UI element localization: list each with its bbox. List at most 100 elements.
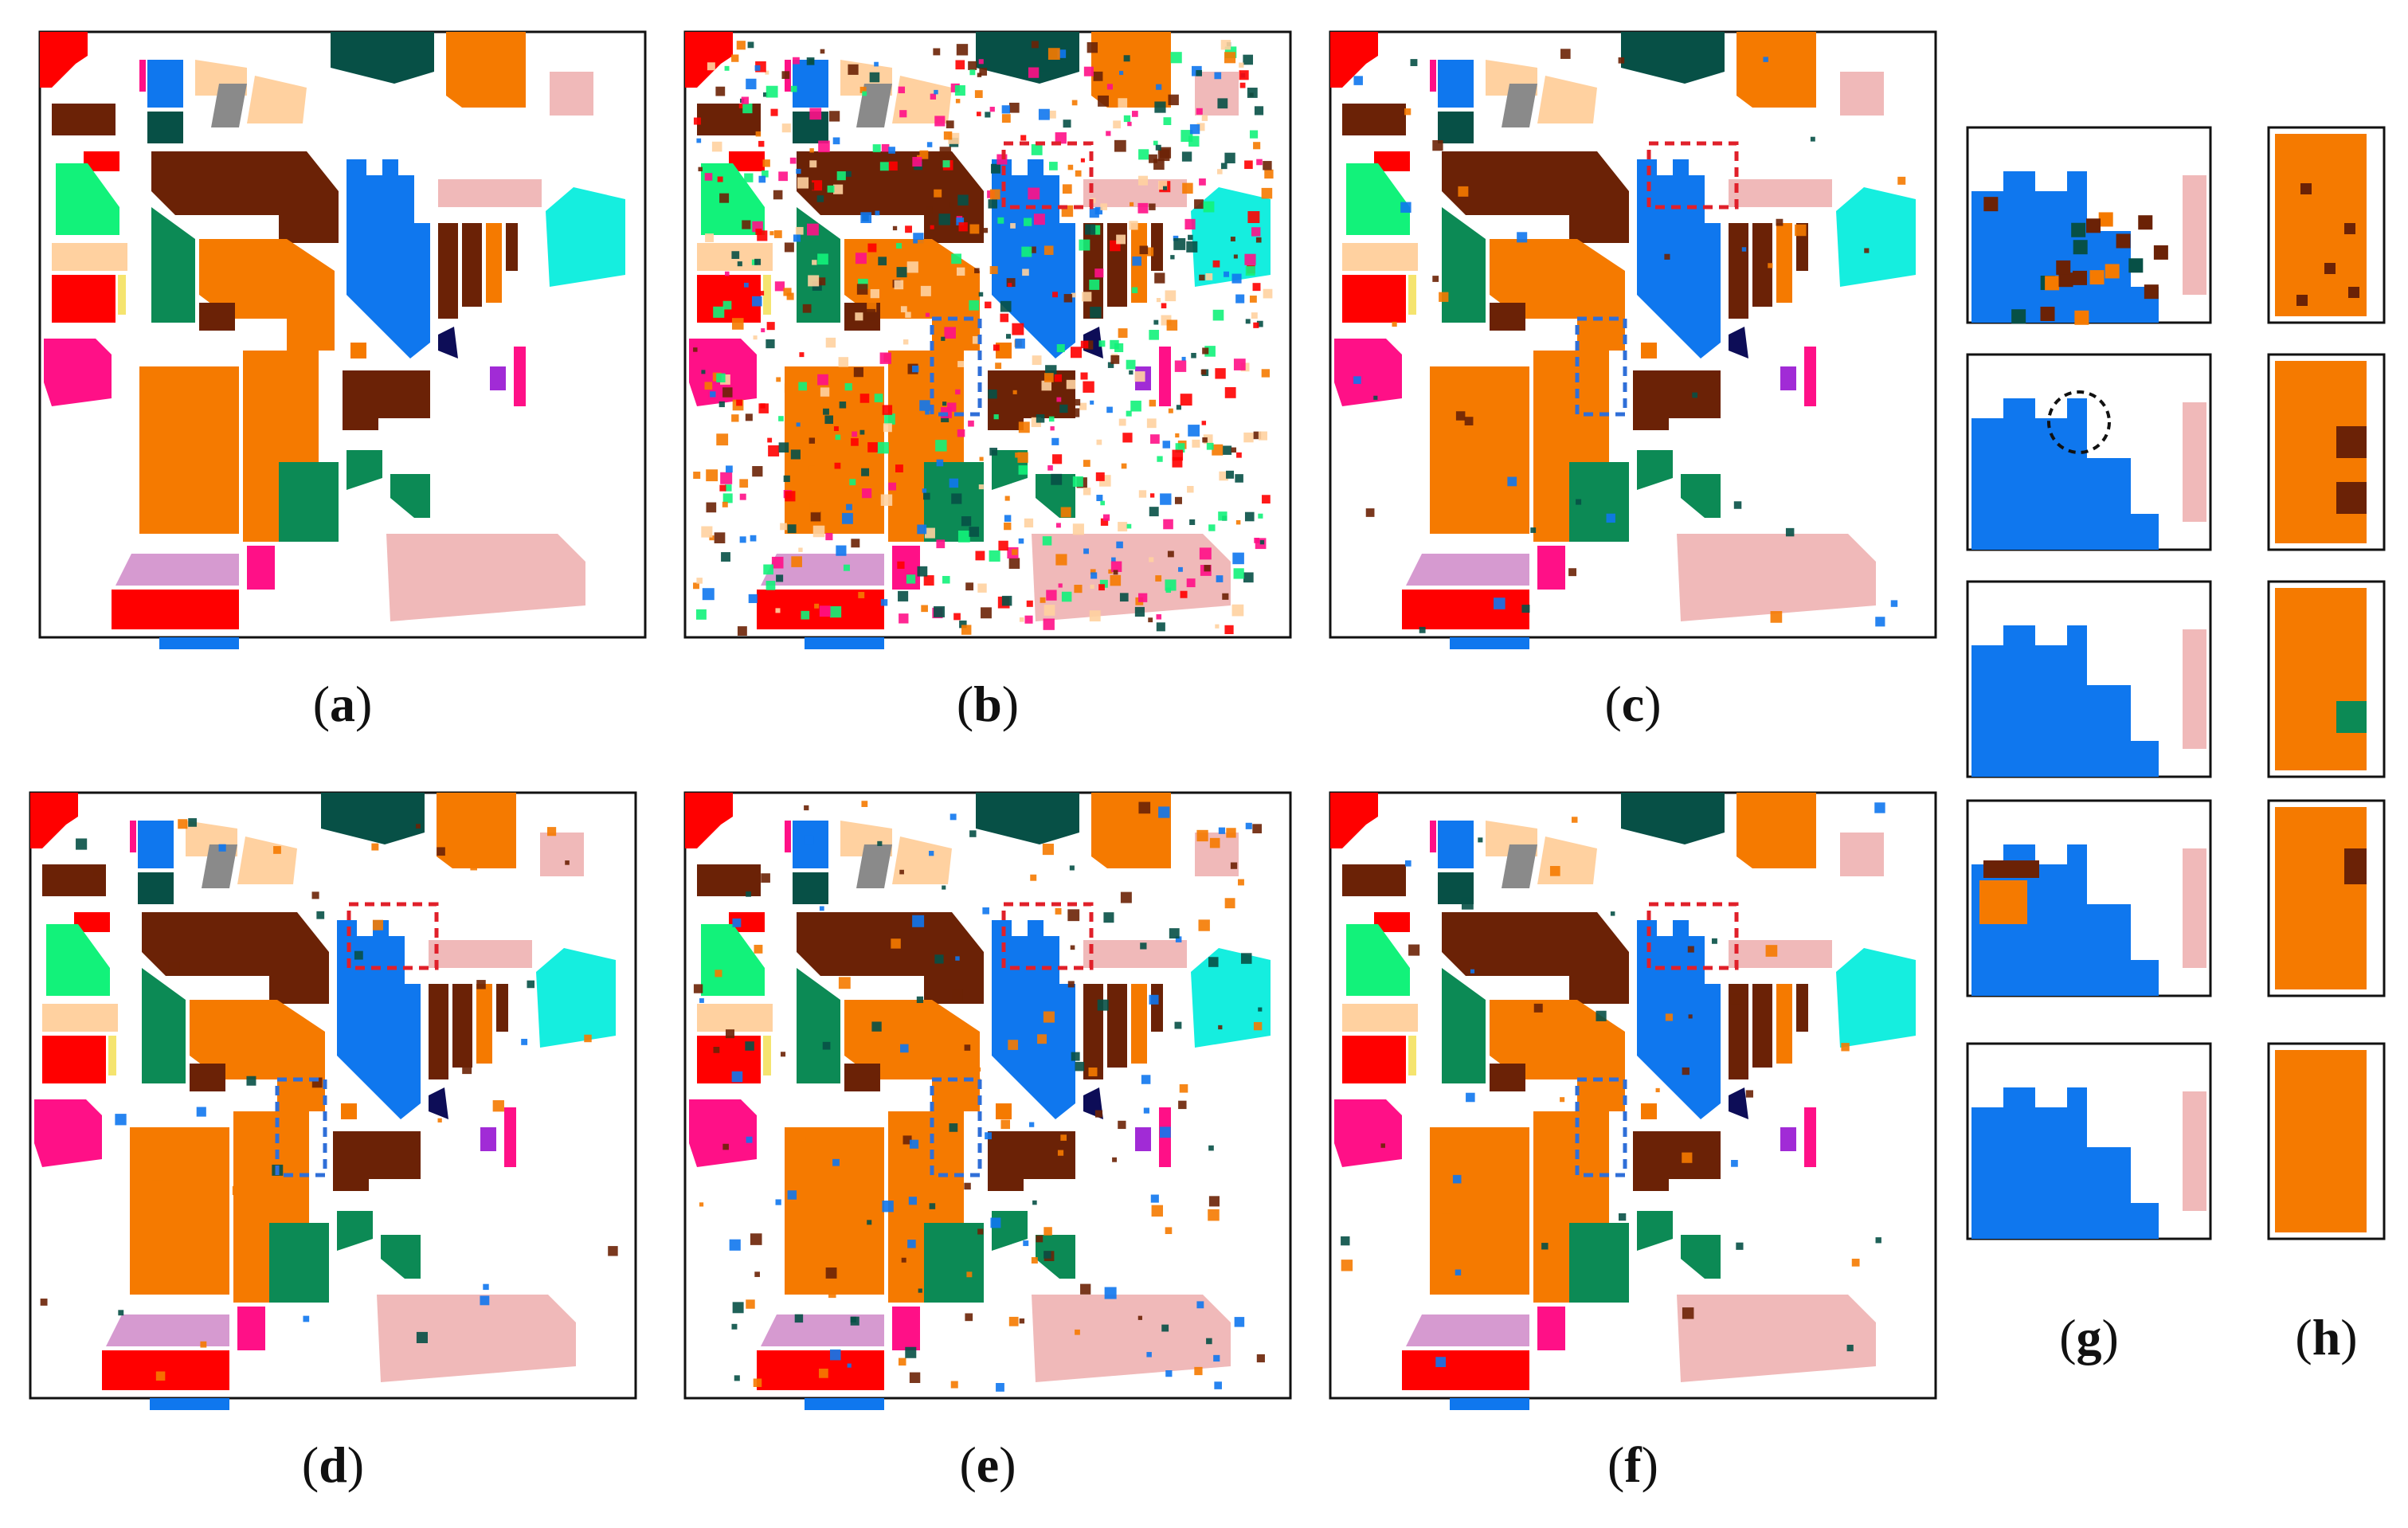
noise-speck <box>1182 182 1193 194</box>
noise-speck <box>809 437 816 444</box>
field-darkgreen-small <box>138 872 174 904</box>
noise-speck <box>942 575 950 584</box>
noise-speck <box>1008 102 1020 113</box>
zoom-g-4 <box>1966 799 2212 997</box>
noise-speck <box>1001 595 1012 606</box>
zoom-noise <box>2324 263 2336 274</box>
field-red-top-2 <box>66 793 78 825</box>
noise-speck <box>1196 1301 1204 1309</box>
noise-speck <box>1140 942 1147 950</box>
noise-speck <box>771 556 784 569</box>
noise-speck <box>1461 897 1474 910</box>
noise-speck <box>1004 522 1012 531</box>
noise-speck <box>1247 211 1260 223</box>
noise-speck <box>899 110 907 118</box>
noise-speck <box>1160 493 1172 505</box>
noise-speck <box>1224 386 1236 398</box>
noise-speck <box>762 159 770 167</box>
zoom-g-3 <box>1966 580 2212 778</box>
field-brown-spot <box>199 303 235 331</box>
field-blue-small <box>1438 60 1474 108</box>
noise-speck <box>949 202 954 208</box>
noise-speck <box>1023 1240 1029 1247</box>
noise-speck <box>816 195 824 202</box>
noise-speck <box>1176 405 1181 410</box>
noise-speck <box>1149 557 1154 562</box>
noise-speck <box>1186 578 1196 588</box>
field-blue-bottom <box>150 1398 229 1410</box>
noise-speck <box>747 41 754 49</box>
noise-speck <box>761 873 770 883</box>
field-magenta-right <box>514 347 526 406</box>
noise-speck <box>1174 496 1182 504</box>
noise-speck <box>709 535 715 541</box>
noise-speck <box>793 234 801 242</box>
noise-speck <box>745 413 753 421</box>
noise-speck <box>1029 246 1036 253</box>
noise-speck <box>1212 260 1220 268</box>
noise-speck <box>1060 507 1071 518</box>
zoom-blue-region <box>1971 625 2159 777</box>
noise-speck <box>951 253 961 264</box>
noise-speck <box>1247 88 1258 98</box>
noise-speck <box>1168 94 1179 106</box>
noise-speck <box>1033 214 1045 225</box>
noise-speck <box>1156 84 1162 90</box>
zoom-g-2 <box>1966 353 2212 551</box>
noise-speck <box>737 261 742 267</box>
noise-speck <box>879 352 891 364</box>
noise-speck <box>371 843 379 851</box>
noise-speck <box>1455 411 1466 421</box>
noise-speck <box>1112 1157 1118 1162</box>
field-orange-diag <box>1490 1000 1625 1111</box>
noise-speck <box>820 387 830 397</box>
noise-speck <box>704 382 713 390</box>
field-lilac <box>116 554 239 586</box>
noise-speck <box>1131 287 1138 293</box>
noise-speck <box>1080 340 1089 349</box>
noise-speck <box>1560 1097 1565 1103</box>
noise-speck <box>693 347 698 352</box>
noise-speck <box>1353 76 1363 85</box>
field-purple <box>1780 1127 1796 1151</box>
noise-speck <box>196 1107 206 1117</box>
noise-speck <box>953 613 961 621</box>
noise-speck <box>774 281 785 292</box>
noise-speck <box>838 977 851 989</box>
field-pink-bottom <box>1677 534 1876 621</box>
noise-speck <box>919 150 929 159</box>
noise-speck <box>809 502 820 513</box>
field-magenta-right <box>1804 1107 1816 1167</box>
noise-speck <box>1028 187 1040 200</box>
noise-speck <box>1579 989 1591 1001</box>
noise-speck <box>858 592 865 598</box>
field-brown-left <box>1342 104 1406 135</box>
noise-speck <box>470 863 477 871</box>
field-darkgreen-top <box>1621 793 1725 844</box>
noise-speck <box>1180 590 1188 598</box>
noise-speck <box>1596 1010 1607 1021</box>
noise-speck <box>812 525 825 538</box>
noise-speck <box>938 214 950 225</box>
field-magenta-left <box>44 339 112 406</box>
noise-speck <box>1235 294 1245 304</box>
noise-speck <box>790 449 801 460</box>
zoom-pink-edge <box>2183 848 2206 968</box>
zoom-noise <box>2144 284 2159 300</box>
noise-speck <box>763 564 773 575</box>
noise-speck <box>1059 404 1068 413</box>
noise-speck <box>993 344 1000 351</box>
noise-speck <box>715 86 726 96</box>
noise-speck <box>1206 442 1214 450</box>
noise-speck <box>1236 452 1242 458</box>
noise-speck <box>1119 70 1124 76</box>
field-red-top <box>30 793 66 848</box>
noise-speck <box>851 438 859 446</box>
noise-speck <box>1188 425 1200 437</box>
noise-speck <box>1074 585 1083 594</box>
field-darkgreen-small <box>1438 112 1474 143</box>
noise-speck <box>1435 1357 1447 1368</box>
noise-speck <box>978 59 984 65</box>
field-darkgreen-top <box>976 32 1079 84</box>
noise-speck <box>895 464 903 472</box>
